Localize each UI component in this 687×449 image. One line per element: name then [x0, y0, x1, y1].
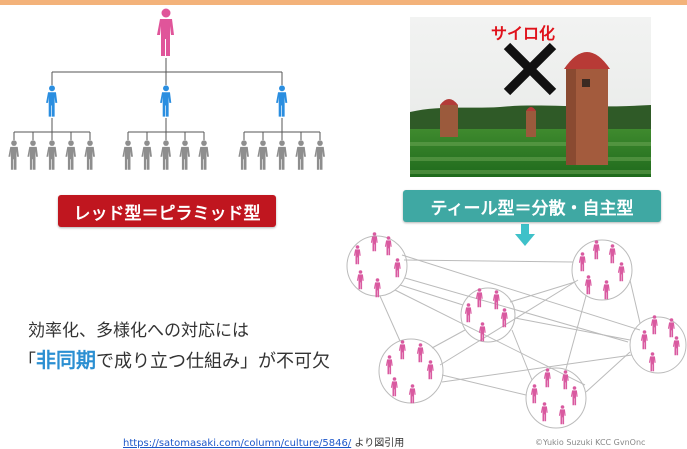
silo-photo [410, 17, 651, 177]
caption-line2-rest: で成り立つ仕組み」が不可欠 [96, 351, 330, 372]
caption-emphasis: 非同期 [36, 348, 96, 372]
caption-line2: 「非同期で成り立つ仕組み」が不可欠 [18, 344, 330, 373]
leader-figure [157, 8, 174, 56]
source-link[interactable]: https://satomasaki.com/column/culture/58… [123, 438, 352, 449]
caption-open-bracket: 「 [18, 351, 36, 372]
source-suffix: より図引用 [354, 438, 405, 449]
manager-figures [46, 85, 288, 117]
cross-icon [503, 42, 557, 96]
caption-line1: 効率化、多様化への対応には [28, 321, 249, 341]
pyramid-lines [13, 58, 321, 140]
source-citation: https://satomasaki.com/column/culture/58… [123, 434, 404, 449]
red-type-label: レッド型＝ピラミッド型 [58, 195, 276, 227]
silo-label: サイロ化 [491, 24, 556, 43]
credit-text: ©Yukio Suzuki KCC GvnOnc [535, 438, 646, 447]
staff-figures [8, 140, 325, 170]
teal-type-label: ティール型＝分散・自主型 [403, 190, 661, 222]
top-accent-bar [0, 0, 687, 5]
down-arrow-icon [515, 224, 535, 246]
